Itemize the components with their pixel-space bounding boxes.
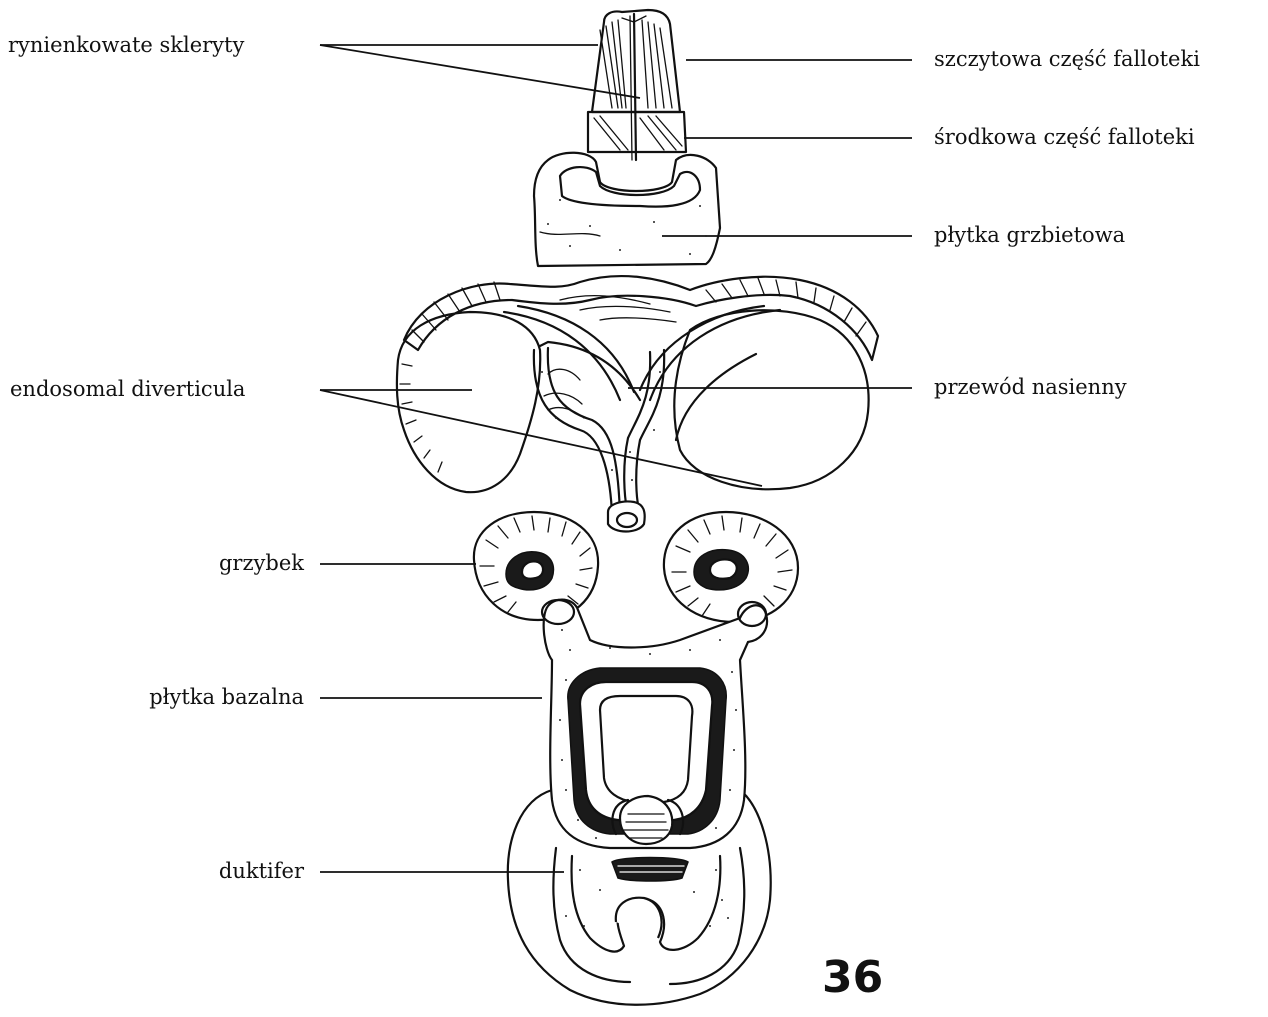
label-grzybek: grzybek xyxy=(200,550,304,576)
label-rynienkowate-skleryty: rynienkowate skleryty xyxy=(8,32,244,58)
label-plytka-bazalna: płytka bazalna xyxy=(100,684,304,710)
dorsal-plate xyxy=(534,153,720,266)
leader-endosomal-2 xyxy=(320,390,762,486)
label-srodkowa-czesc-falloteki: środkowa część falloteki xyxy=(934,124,1195,150)
basal-plate xyxy=(542,600,767,848)
grzybek-left xyxy=(474,512,598,620)
label-szczytowa-czesc-falloteki: szczytowa część falloteki xyxy=(934,46,1200,72)
phallotheca-column xyxy=(588,10,686,160)
label-plytka-grzbietowa: płytka grzbietowa xyxy=(934,222,1125,248)
figure-number: 36 xyxy=(822,952,883,1003)
leader-rynienkowate-2 xyxy=(320,45,640,98)
endosomal-diverticula xyxy=(397,276,878,531)
label-endosomal-diverticula: endosomal diverticula xyxy=(10,376,245,402)
label-duktifer: duktifer xyxy=(180,858,304,884)
duktifer xyxy=(553,848,744,984)
grzybek-right xyxy=(664,512,798,622)
label-przewod-nasienny: przewód nasienny xyxy=(934,374,1127,400)
